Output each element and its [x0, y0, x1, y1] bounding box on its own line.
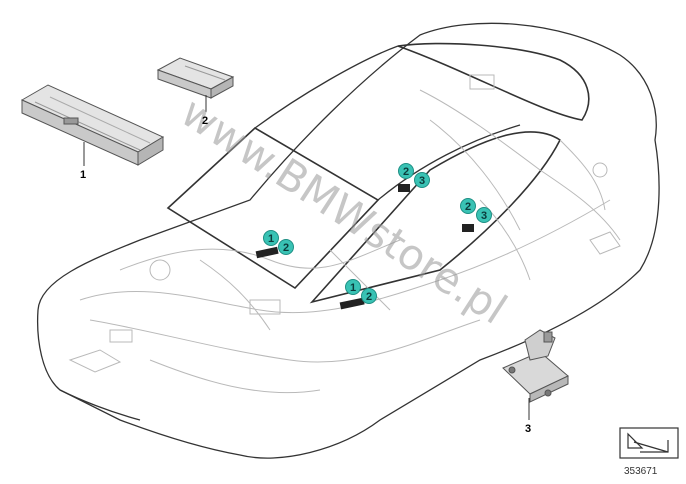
part-label-3: 3 [525, 423, 531, 435]
callouts: 1 2 2 3 2 3 1 2 [263, 163, 492, 304]
part-label-1: 1 [80, 169, 86, 181]
internal-modules [255, 184, 474, 310]
module-1-drawing [20, 84, 165, 166]
bracket-3-drawing [502, 329, 569, 403]
callout-number: 3 [419, 175, 425, 187]
callout-bubble[interactable]: 1 [345, 279, 361, 295]
callout-number: 1 [268, 233, 274, 245]
callout-number: 2 [465, 201, 471, 213]
callout-bubble[interactable]: 3 [414, 172, 430, 188]
callout-number: 2 [283, 242, 289, 254]
callout-number: 2 [366, 291, 372, 303]
callout-bubble[interactable]: 2 [398, 163, 414, 179]
callout-bubble[interactable]: 2 [278, 239, 294, 255]
module-2-drawing [156, 57, 235, 99]
callout-number: 2 [403, 166, 409, 178]
callout-bubble[interactable]: 1 [263, 230, 279, 246]
car-outline [36, 22, 660, 459]
callout-bubble[interactable]: 3 [476, 207, 492, 223]
wiring-harness [68, 74, 621, 394]
callout-bubble[interactable]: 2 [361, 288, 377, 304]
callout-number: 1 [350, 282, 356, 294]
part-label-2: 2 [202, 115, 208, 127]
arrow-icon[interactable] [619, 427, 679, 459]
callout-number: 3 [481, 210, 487, 222]
callout-bubble[interactable]: 2 [460, 198, 476, 214]
reference-number: 353671 [624, 466, 658, 477]
